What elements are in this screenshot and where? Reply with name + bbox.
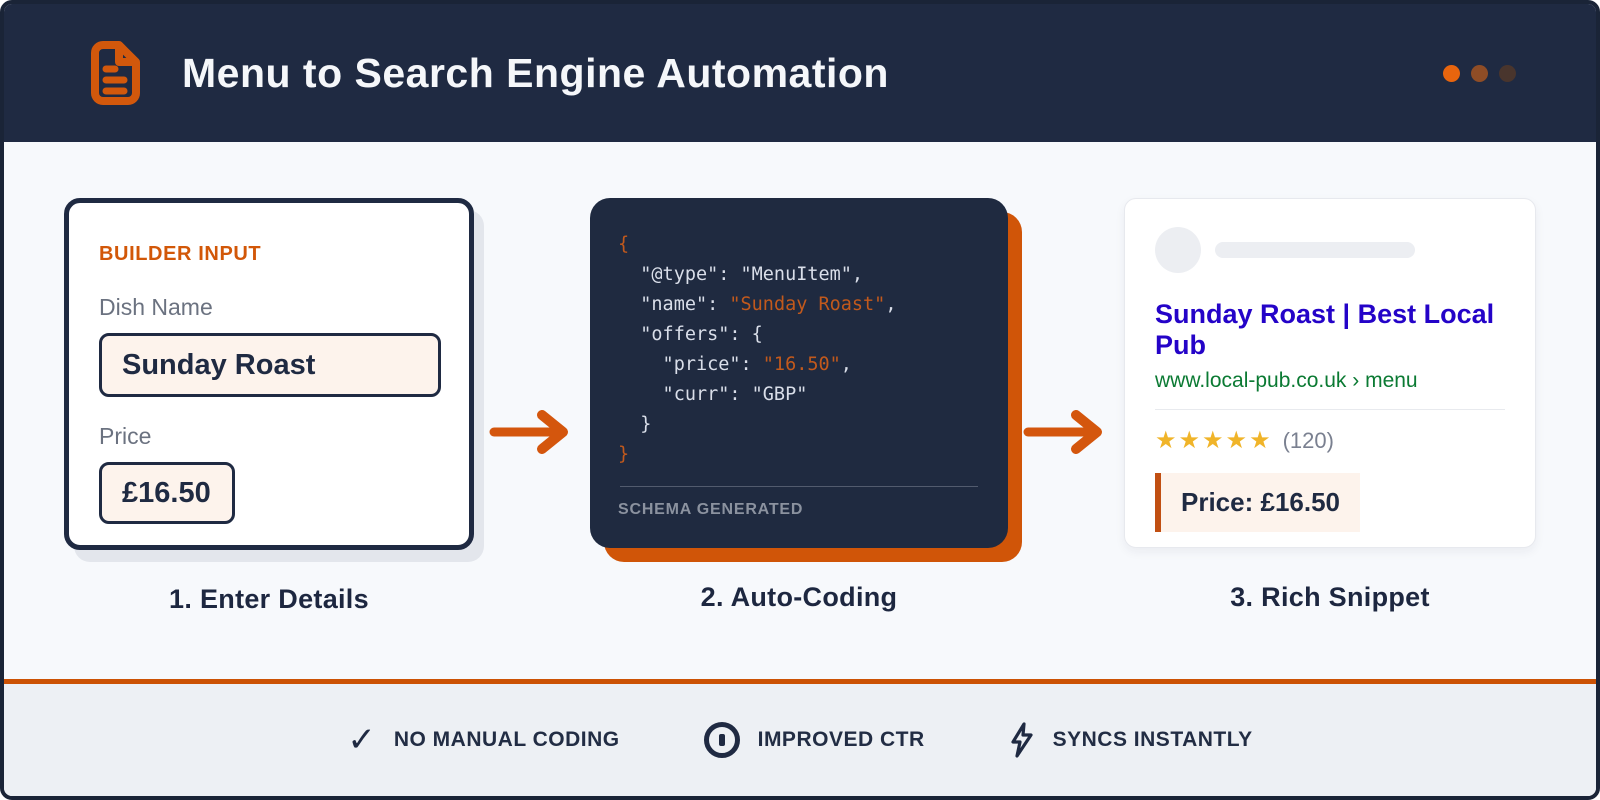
window-dots [1443,64,1516,82]
window-dot [1443,64,1460,82]
price-snippet-text: Price: £16.50 [1181,487,1341,518]
builder-heading: BUILDER INPUT [99,243,262,265]
document-icon [91,41,140,105]
flow-row: BUILDER INPUT Dish Name Sunday Roast Pri… [4,142,1596,615]
step-1-caption: 1. Enter Details [169,584,369,614]
bolt-icon [1011,722,1033,758]
review-count: (120) [1282,427,1334,453]
check-icon: ✓ [347,721,376,759]
skeleton-row [1155,227,1505,273]
window-dot [1471,64,1488,82]
dish-name-input[interactable]: Sunday Roast [99,333,441,397]
target-dot [718,734,725,746]
text-placeholder-bar [1215,242,1415,258]
price-value: £16.50 [122,476,211,509]
builder-input-card: BUILDER INPUT Dish Name Sunday Roast Pri… [64,198,474,550]
schema-code-card: { "@type": "MenuItem", "name": "Sunday R… [590,198,1008,548]
price-label: Price [99,423,152,449]
dish-name-value: Sunday Roast [122,348,316,381]
feature-label: IMPROVED CTR [757,728,925,751]
feature-improved-ctr: IMPROVED CTR [703,722,925,758]
price-input[interactable]: £16.50 [99,462,235,524]
footer-bar: ✓ NO MANUAL CODING IMPROVED CTR SYNCS IN… [4,684,1596,796]
header-bar: Menu to Search Engine Automation [4,4,1596,142]
window-dot [1499,64,1516,82]
flow-arrow-2 [1023,410,1109,454]
avatar-placeholder [1155,227,1201,273]
dish-name-label: Dish Name [99,294,213,320]
target-icon [703,722,740,758]
step-3-column: Sunday Roast | Best Local Pub www.local-… [1124,198,1536,613]
step-3-caption: 3. Rich Snippet [1230,582,1430,612]
feature-label: SYNCS INSTANTLY [1052,728,1253,751]
code-block: { "@type": "MenuItem", "name": "Sunday R… [618,234,897,465]
schema-status: SCHEMA GENERATED [618,501,804,518]
step-1-column: BUILDER INPUT Dish Name Sunday Roast Pri… [64,198,474,615]
feature-syncs-instantly: SYNCS INSTANTLY [1009,722,1253,758]
page-title: Menu to Search Engine Automation [182,49,889,96]
price-rich-snippet: Price: £16.50 [1155,473,1361,533]
accent-divider [4,679,1596,684]
right-arrow-icon [1023,410,1102,454]
code-divider [620,486,978,487]
rating-row: ★★★★★ (120) [1155,426,1505,455]
star-rating-icon: ★★★★★ [1155,427,1273,455]
right-arrow-icon [489,410,568,454]
step-2-caption: 2. Auto-Coding [700,582,898,612]
flow-arrow-1 [489,410,575,454]
result-divider [1155,409,1505,411]
search-result-url: www.local-pub.co.uk › menu [1155,369,1418,393]
main-area: BUILDER INPUT Dish Name Sunday Roast Pri… [4,142,1596,679]
feature-label: NO MANUAL CODING [393,728,620,751]
step-2-column: { "@type": "MenuItem", "name": "Sunday R… [590,198,1008,613]
rich-snippet-card: Sunday Roast | Best Local Pub www.local-… [1124,198,1536,548]
feature-no-manual-coding: ✓ NO MANUAL CODING [347,723,619,757]
search-result-title-link[interactable]: Sunday Roast | Best Local Pub [1155,299,1495,361]
